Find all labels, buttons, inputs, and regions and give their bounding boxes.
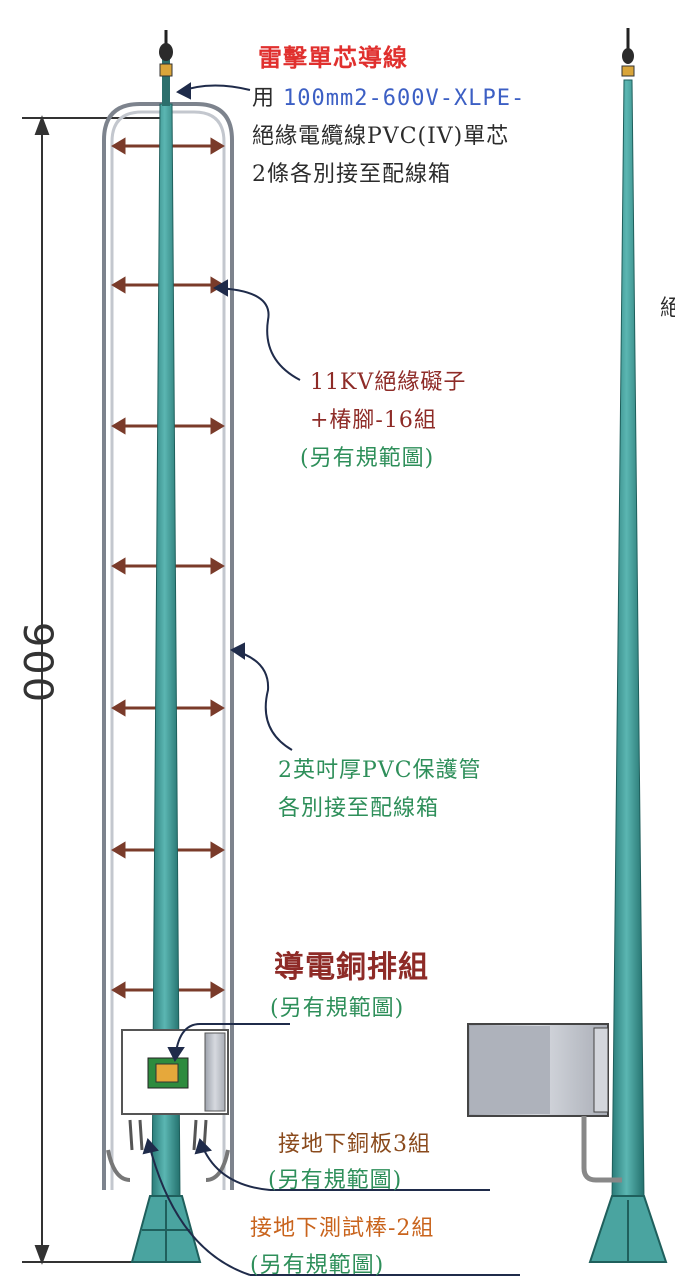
test-rod-note: (另有規範圖) (250, 1253, 385, 1278)
insulator-icon (111, 137, 225, 155)
spec-cable: 100mm2-600V-XLPE- (283, 86, 526, 111)
pvc-tube-note: 各別接至配線箱 (278, 796, 440, 821)
insulator-title: 11KV絕緣礙子 (310, 370, 467, 395)
pole-base (130, 1195, 202, 1263)
right-partial-label: 絕 (660, 296, 675, 321)
spec-prefix: 用 (252, 86, 276, 111)
pvc-tube-title: 2英吋厚PVC保護管 (278, 758, 482, 783)
leader-lines (142, 82, 520, 1276)
insulator-count: +椿腳-16組 (310, 408, 437, 433)
dimension-label: 900 (14, 621, 61, 705)
insulator-note: (另有規範圖) (300, 446, 435, 471)
right-pole (588, 28, 668, 1263)
lightning-conductor-title: 雷擊單芯導線 (258, 43, 408, 72)
busbar-title: 導電銅排組 (274, 950, 429, 985)
dimension-line (22, 115, 170, 1265)
main-pole (151, 30, 181, 1201)
test-rod-title: 接地下測試棒-2組 (250, 1216, 435, 1241)
lightning-conductor-spec: 用 100mm2-600V-XLPE- (252, 80, 525, 112)
copper-plate-title: 接地下銅板3組 (278, 1132, 431, 1157)
grounding-box-icon (106, 1029, 230, 1182)
right-wiring-box (467, 1023, 622, 1183)
lightning-rod-icon (159, 30, 173, 77)
lightning-conductor-line3: 2條各別接至配線箱 (252, 162, 451, 187)
busbar-note: (另有規範圖) (270, 996, 405, 1021)
lightning-conductor-line2: 絕緣電纜線PVC(IV)單芯 (252, 124, 510, 149)
copper-plate-note: (另有規範圖) (268, 1168, 403, 1193)
